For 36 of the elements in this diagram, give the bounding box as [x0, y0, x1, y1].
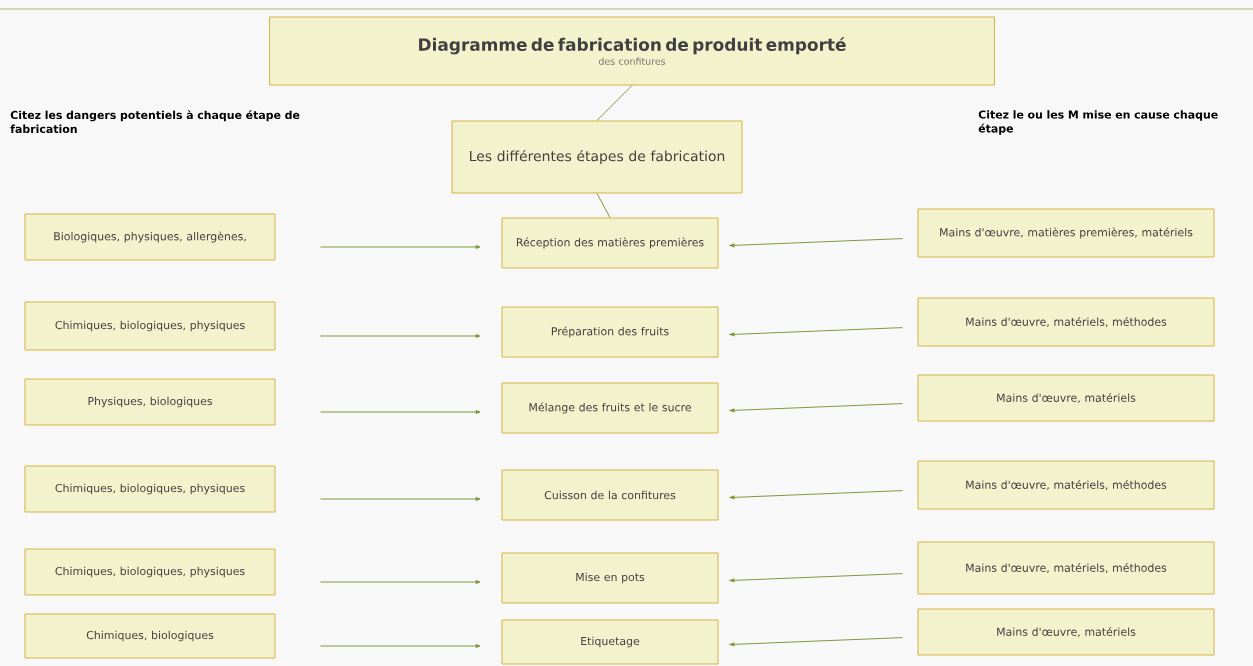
arrow — [320, 334, 481, 338]
step-box: Cuisson de la confitures — [501, 469, 719, 521]
arrow — [729, 637, 903, 647]
arrow — [729, 490, 903, 500]
step-box: Etiquetage — [501, 619, 719, 665]
hazard-box: Chimiques, biologiques, physiques — [24, 465, 276, 513]
title-box: Diagramme de fabrication de produit emporté des confitures — [269, 16, 995, 86]
step-box: Préparation des fruits — [501, 306, 719, 358]
arrow — [320, 245, 481, 249]
hazard-box: Biologiques, physiques, allergènes, — [24, 213, 276, 261]
hazard-box: Physiques, biologiques — [24, 378, 276, 426]
cause-box: Mains d'œuvre, matériels, méthodes — [917, 297, 1215, 347]
connector-line — [596, 193, 611, 218]
cause-box: Mains d'œuvre, matériels, méthodes — [917, 541, 1215, 595]
cause-box: Mains d'œuvre, matériels — [917, 608, 1215, 656]
arrow — [320, 580, 481, 584]
cause-box: Mains d'œuvre, matières premières, matériels — [917, 208, 1215, 258]
instruction-text: Citez le ou les M mise en cause chaque étape — [978, 110, 1218, 135]
arrow — [320, 497, 481, 501]
heading-box: Les différentes étapes de fabrication — [451, 120, 743, 194]
arrow — [320, 644, 481, 648]
arrow — [320, 410, 481, 414]
hazard-box: Chimiques, biologiques — [24, 613, 276, 659]
arrow — [729, 573, 903, 583]
hazard-box: Chimiques, biologiques, physiques — [24, 548, 276, 596]
cause-box: Mains d'œuvre, matériels — [917, 374, 1215, 422]
step-box: Mise en pots — [501, 552, 719, 604]
step-box: Mélange des fruits et le sucre — [501, 382, 719, 434]
step-box: Réception des matières premières — [501, 217, 719, 269]
instruction-text: Citez les dangers potentiels à chaque étape de fabrication — [10, 110, 300, 134]
arrow — [729, 238, 903, 248]
arrow — [729, 403, 903, 413]
arrow — [729, 327, 903, 337]
cause-box: Mains d'œuvre, matériels, méthodes — [917, 460, 1215, 510]
hazard-box: Chimiques, biologiques, physiques — [24, 301, 276, 351]
connector-line — [596, 85, 633, 121]
